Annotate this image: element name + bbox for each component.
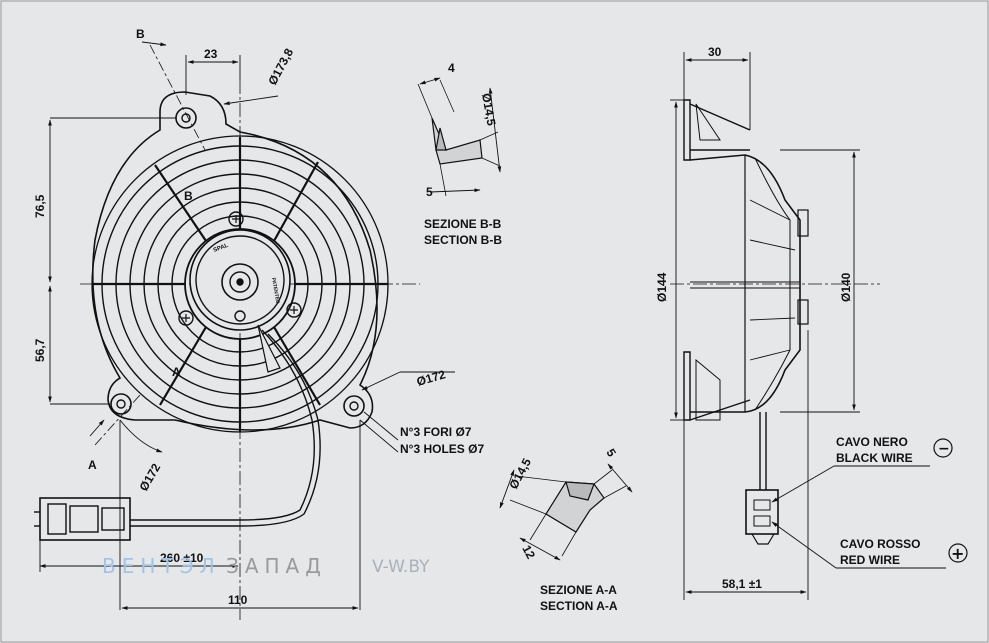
dim-diameter-top: Ø173,8 <box>265 46 296 88</box>
holes-note-leader-1 <box>363 411 399 441</box>
section-marker-b: B <box>136 27 145 41</box>
red-wire-label-it: CAVO ROSSO <box>840 537 920 551</box>
dim-diameter-172-right-leader <box>361 371 401 391</box>
side-view <box>670 99 880 545</box>
watermark-site: V-W.BY <box>372 557 430 577</box>
section-bb-view <box>417 77 502 197</box>
mount-hole-top <box>175 107 197 129</box>
dim-aa-12-line <box>519 537 561 561</box>
side-mount-flange <box>683 99 691 421</box>
dim-bb-diameter-line <box>488 87 502 173</box>
grille-spokes <box>92 137 388 432</box>
section-line-b <box>149 44 206 151</box>
dim-bb-5-line <box>429 188 481 193</box>
plus-symbol: + <box>951 544 964 563</box>
dim-aa-5: 5 <box>603 446 619 459</box>
dim-aa-5-line <box>607 463 633 493</box>
section-a-arrow <box>89 419 105 437</box>
holes-note-leader-2 <box>359 419 399 453</box>
side-connector <box>745 489 779 535</box>
section-bb-title-en: SECTION B-B <box>424 233 502 247</box>
dim-aa-diameter: Ø14,5 <box>506 456 534 492</box>
holes-note-en: N°3 HOLES Ø7 <box>400 442 484 456</box>
watermark-part2: ЗАПАД <box>226 554 327 578</box>
section-line-a <box>94 394 141 446</box>
black-wire-label-it: CAVO NERO <box>836 435 908 449</box>
hub-screw-left <box>178 310 194 326</box>
hub-label-spal: SPAL <box>213 243 230 254</box>
section-bb-title-it: SEZIONE B-B <box>424 217 502 231</box>
minus-symbol-circle <box>933 438 953 458</box>
dim-diameter-top-leader <box>223 95 279 106</box>
dim-diameter-140: Ø140 <box>839 272 853 302</box>
holes-note-it: N°3 FORI Ø7 <box>400 425 472 439</box>
red-wire-label-en: RED WIRE <box>840 553 900 567</box>
watermark-part1: ВЕНТЭЛ <box>102 554 221 578</box>
dim-56-7: 56,7 <box>33 338 47 362</box>
black-wire-leader <box>771 465 835 503</box>
section-marker-a: A <box>88 458 97 472</box>
dim-diameter-172-left-arc <box>119 419 163 453</box>
dim-bb-4-line <box>419 77 441 85</box>
front-view <box>34 44 420 620</box>
minus-symbol: − <box>938 441 950 457</box>
dim-76-5: 76,5 <box>33 194 47 218</box>
section-aa-title-it: SEZIONE A-A <box>540 583 617 597</box>
hub-screw-top <box>228 211 244 227</box>
dim-cable-length: 260 ±10 <box>160 551 204 565</box>
dim-bb-5: 5 <box>426 185 433 199</box>
dim-23: 23 <box>204 47 218 61</box>
plus-symbol-circle <box>948 543 968 563</box>
dim-110: 110 <box>228 593 248 607</box>
dim-aa-12: 12 <box>519 543 538 562</box>
section-aa-title-en: SECTION A-A <box>540 599 618 613</box>
side-housing-body <box>689 154 801 413</box>
black-wire-label-en: BLACK WIRE <box>836 451 913 465</box>
dim-diameter-172-right: Ø172 <box>415 367 447 389</box>
dim-30: 30 <box>708 45 722 59</box>
section-b-arrow <box>141 41 167 47</box>
dim-bb-diameter: Ø14,5 <box>479 92 499 127</box>
section-marker-a-small: A <box>172 365 181 379</box>
section-marker-b-small: B <box>184 189 193 203</box>
wire-connector <box>34 497 131 541</box>
fan-housing-outline <box>91 91 378 431</box>
dim-depth: 58,1 ±1 <box>722 577 762 591</box>
motor-cable <box>130 329 315 521</box>
hub-screw-right <box>286 302 302 318</box>
dim-bb-4: 4 <box>448 61 455 75</box>
dim-diameter-172-left: Ø172 <box>136 461 163 494</box>
section-aa-view <box>499 463 633 561</box>
red-wire-leader <box>771 521 837 569</box>
mount-hole-left <box>110 393 132 415</box>
hub-label-patented: PATENTED <box>270 277 281 304</box>
dim-diameter-144: Ø144 <box>655 272 669 302</box>
dim-aa-diameter-line <box>499 469 515 509</box>
side-motor-cap <box>797 209 809 237</box>
mount-hole-right <box>343 395 365 417</box>
